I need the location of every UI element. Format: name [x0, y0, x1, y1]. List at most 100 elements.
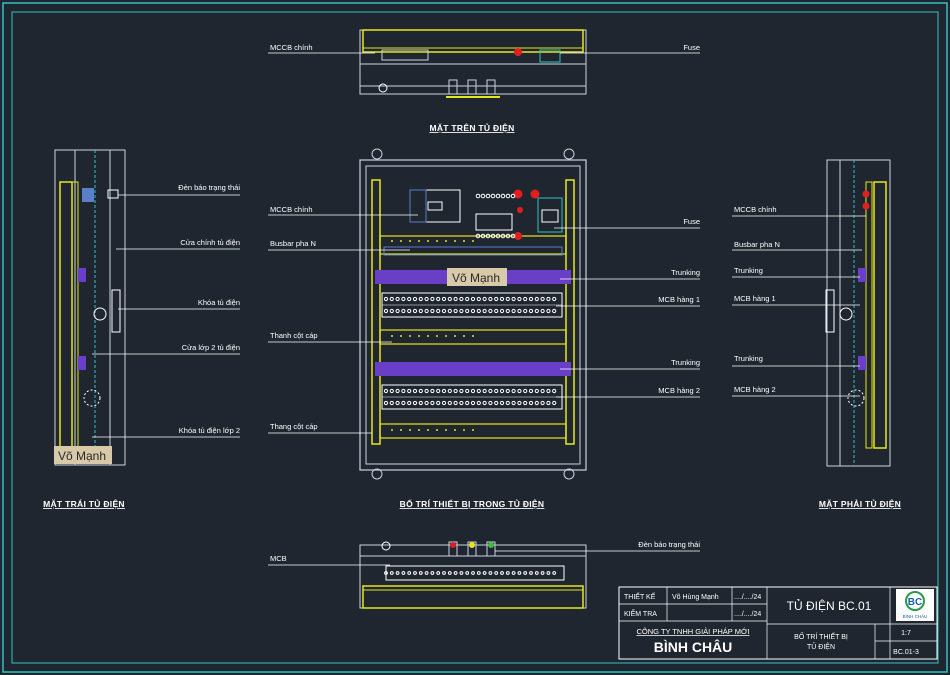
terminal-dot	[459, 296, 464, 302]
terminal-dot	[418, 335, 420, 337]
front-label-cable-bar: Thanh cột cáp	[270, 331, 318, 340]
terminal-dot	[482, 308, 487, 314]
mcb-terminals	[383, 193, 557, 575]
terminal-dot	[511, 400, 516, 406]
terminal-dot	[383, 400, 389, 406]
terminal-dot	[472, 335, 474, 337]
terminal-dot	[418, 388, 423, 394]
terminal-dot	[476, 571, 481, 575]
svg-text:BC: BC	[908, 597, 922, 608]
top-view	[359, 29, 587, 98]
terminal-dot	[528, 400, 534, 406]
terminal-dot	[407, 296, 412, 302]
tb-design-label: THIẾT KẾ	[624, 591, 656, 601]
terminal-dot	[412, 308, 418, 314]
right-label-3: Trunking	[734, 266, 763, 275]
terminal-dot	[540, 308, 545, 314]
front-name-tag-bg	[447, 268, 507, 286]
terminal-dot	[463, 240, 465, 242]
terminal-dot	[500, 233, 506, 239]
terminal-dot	[430, 388, 435, 394]
terminal-dot	[418, 308, 423, 314]
terminal-dot	[476, 400, 481, 406]
terminal-dot	[482, 571, 487, 575]
front-label-trunking-2: Trunking	[671, 358, 700, 367]
terminal-dot	[540, 571, 545, 575]
front-label-mcb-row-1: MCB hàng 1	[658, 295, 700, 304]
terminal-dot	[470, 400, 476, 406]
front-label-mcb-row-2: MCB hàng 2	[658, 386, 700, 395]
terminal-dot	[528, 388, 534, 394]
terminal-dot	[445, 429, 447, 431]
terminal-dot	[427, 429, 429, 431]
terminal-dot	[500, 571, 504, 575]
terminal-dot	[430, 571, 435, 575]
terminal-dot	[552, 308, 557, 314]
terminal-dot	[383, 308, 389, 314]
front-label-cable-tray: Thang cột cáp	[270, 422, 318, 431]
terminal-dot	[407, 400, 412, 406]
terminal-dot	[391, 335, 393, 337]
right-label-5: Trunking	[734, 354, 763, 363]
terminal-dot	[389, 296, 394, 302]
terminal-dot	[523, 571, 528, 575]
left-label-2: Cửa chính tủ điện	[180, 238, 240, 247]
terminal-dot	[424, 296, 429, 302]
terminal-dot	[400, 240, 402, 242]
terminal-dot	[412, 296, 418, 302]
terminal-dot	[454, 240, 456, 242]
terminal-dot	[494, 296, 499, 302]
terminal-dot	[407, 388, 412, 394]
terminal-dot	[546, 296, 551, 302]
company-logo: BC BÌNH CHÂU	[896, 589, 934, 621]
terminal-dot	[459, 571, 464, 575]
left-label-5: Khóa tủ điện lớp 2	[179, 426, 240, 435]
terminal-dot	[472, 240, 474, 242]
terminal-dot	[534, 308, 539, 314]
terminal-dot	[540, 296, 545, 302]
front-label-fuse: Fuse	[683, 217, 700, 226]
terminal-dot	[424, 400, 429, 406]
terminal-dot	[436, 296, 441, 302]
terminal-dot	[534, 400, 539, 406]
terminal-dot	[400, 335, 402, 337]
terminal-dot	[441, 308, 447, 314]
tb-desc-2: TỦ ĐIỆN	[807, 642, 835, 651]
terminal-dot	[436, 335, 438, 337]
terminal-dot	[418, 296, 423, 302]
terminal-dot	[436, 388, 441, 394]
terminal-dot	[401, 296, 406, 302]
front-view-title: BỐ TRÍ THIẾT BỊ TRONG TỦ ĐIỆN	[400, 498, 545, 509]
tb-check-label: KIỂM TRA	[624, 609, 657, 618]
terminal-dot	[465, 571, 470, 575]
terminal-dot	[445, 335, 447, 337]
terminal-dot	[546, 388, 551, 394]
terminal-dot	[500, 193, 506, 199]
terminal-dot	[476, 308, 481, 314]
terminal-dot	[430, 308, 435, 314]
terminal-dot	[472, 429, 474, 431]
tb-designer: Võ Hùng Mạnh	[672, 594, 719, 601]
terminal-dot	[475, 193, 481, 199]
terminal-dot	[529, 571, 533, 575]
terminal-dot	[488, 571, 493, 575]
terminal-dot	[475, 233, 481, 239]
tb-code: BC.01-3	[893, 649, 919, 656]
terminal-dot	[465, 296, 470, 302]
terminal-dot	[409, 429, 411, 431]
terminal-dot	[528, 308, 534, 314]
terminal-dot	[436, 308, 441, 314]
front-view-cabinet	[359, 148, 587, 480]
terminal-dot	[511, 388, 516, 394]
terminal-dot	[407, 571, 412, 575]
terminal-dot	[510, 193, 516, 199]
tb-company: CÔNG TY TNHH GIẢI PHÁP MỚI	[637, 627, 750, 636]
terminal-dot	[436, 240, 438, 242]
left-label-1: Đèn báo trạng thái	[178, 183, 240, 192]
terminal-dot	[430, 296, 435, 302]
front-labels: MCCB chính Busbar pha N Thanh cột cáp Th…	[268, 205, 700, 434]
terminal-dot	[505, 571, 510, 575]
terminal-dot	[534, 296, 539, 302]
terminal-dot	[476, 296, 481, 302]
